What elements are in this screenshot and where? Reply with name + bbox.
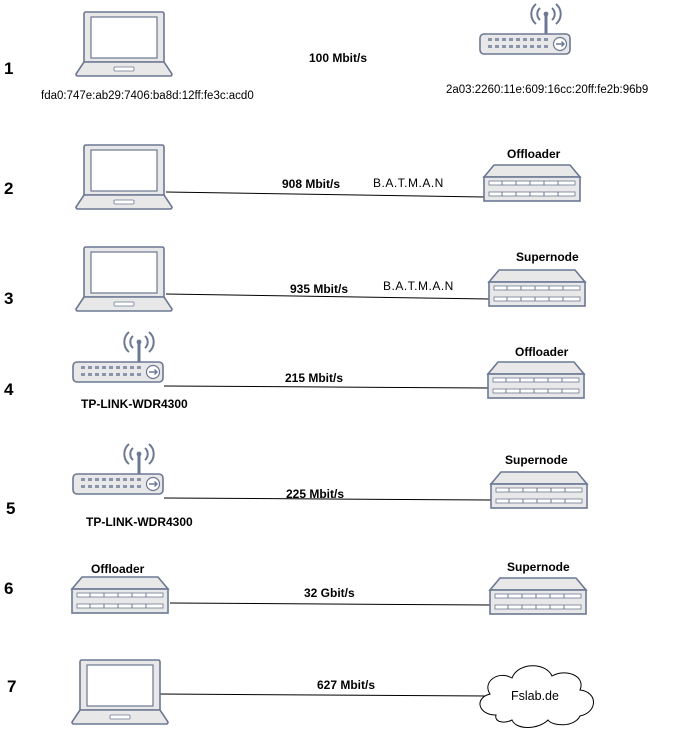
row-number: 5	[6, 499, 16, 518]
device-label: Supernode	[516, 250, 579, 264]
router-icon	[71, 330, 165, 384]
laptop-icon	[71, 659, 169, 725]
laptop-icon	[75, 246, 173, 312]
link-line-5	[163, 497, 492, 501]
device-label: Offloader	[91, 562, 145, 576]
link-line-4	[163, 385, 489, 389]
device-label: Supernode	[505, 453, 568, 467]
link-line-7	[159, 693, 489, 697]
router-icon	[71, 442, 165, 496]
link-line-6	[169, 602, 491, 606]
link-speed: 215 Mbit/s	[285, 371, 344, 385]
link-speed: 225 Mbit/s	[286, 487, 345, 501]
row-number: 7	[7, 677, 17, 696]
link-speed: 100 Mbit/s	[309, 51, 368, 65]
cloud-icon	[479, 665, 594, 728]
server-icon	[489, 577, 587, 615]
row-number: 1	[4, 59, 14, 78]
laptop-icon	[75, 144, 173, 210]
ipv6-address-left: fda0:747e:ab29:7406:ba8d:12ff:fe3c:acd0	[41, 90, 254, 102]
server-icon	[71, 576, 169, 614]
device-label: Supernode	[507, 560, 570, 574]
router-icon	[478, 2, 572, 56]
row-number: 2	[4, 179, 14, 198]
link-speed: 627 Mbit/s	[317, 678, 376, 692]
server-icon	[490, 471, 588, 509]
link-speed: 908 Mbit/s	[282, 177, 341, 191]
row-number: 4	[4, 380, 14, 399]
protocol-label: B.A.T.M.A.N	[383, 279, 454, 293]
link-speed: 935 Mbit/s	[290, 282, 349, 296]
link-line-3	[165, 293, 490, 300]
link-line-2	[165, 191, 485, 198]
laptop-icon	[75, 11, 173, 77]
row-number: 6	[4, 579, 14, 598]
cloud-label: Fslab.de	[511, 689, 559, 703]
device-label: Offloader	[515, 345, 569, 359]
protocol-label: B.A.T.M.A.N	[373, 176, 444, 190]
server-icon	[488, 269, 586, 307]
row-number: 3	[4, 289, 14, 308]
device-label: Offloader	[507, 147, 561, 161]
device-label: TP-LINK-WDR4300	[81, 397, 188, 411]
server-icon	[487, 361, 585, 399]
link-speed: 32 Gbit/s	[304, 586, 355, 600]
device-label: TP-LINK-WDR4300	[86, 515, 193, 529]
server-icon	[483, 164, 581, 202]
ipv6-address-right: 2a03:2260:11e:609:16cc:20ff:fe2b:96b9	[446, 84, 649, 96]
